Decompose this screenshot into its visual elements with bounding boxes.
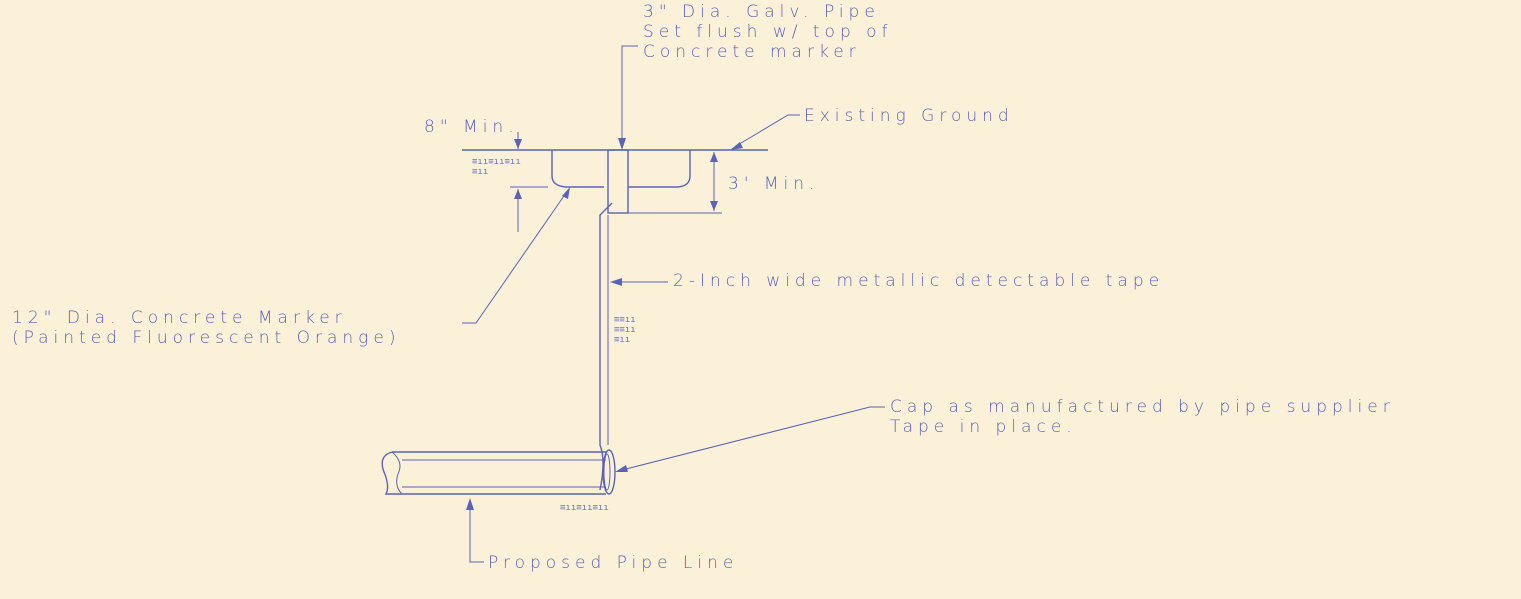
svg-text:≡ıı: ≡ıı: [614, 335, 630, 345]
min-8-label: 8" Min.: [424, 117, 519, 137]
concrete-marker-left: [551, 150, 604, 188]
svg-text:≡ıı≡ıı≡ıı: ≡ıı≡ıı≡ıı: [560, 503, 609, 513]
tape-label: 2-Inch wide metallic detectable tape: [673, 271, 1165, 291]
existing-ground-label: Existing Ground: [804, 106, 1014, 126]
pipe-line-leader: [469, 510, 484, 563]
detectable-tape: [599, 202, 613, 491]
cap-leader: [621, 406, 885, 471]
min-3-label: 3' Min.: [728, 174, 820, 194]
marker-leader: [462, 192, 567, 324]
pipe-callout-label: 3" Dia. Galv. Pipe Set flush w/ top of C…: [643, 2, 893, 62]
proposed-pipe: [381, 449, 616, 495]
ground-hatch-pipe: ≡ıı≡ıı≡ıı: [560, 503, 609, 513]
concrete-marker-right: [628, 150, 691, 188]
svg-text:≡ıı: ≡ıı: [472, 167, 488, 177]
ground-hatch-left: ≡ıı≡ıı≡ıı ≡ıı: [472, 157, 521, 177]
cap-label: Cap as manufactured by pipe supplier Tap…: [890, 397, 1395, 437]
pipe-leader: [621, 45, 638, 140]
marker-label: 12" Dia. Concrete Marker (Painted Fluore…: [12, 308, 401, 348]
ground-leader: [735, 114, 800, 147]
svg-text:≡ıı≡ıı≡ıı: ≡ıı≡ıı≡ıı: [472, 157, 521, 167]
svg-text:≡≡ıı: ≡≡ıı: [614, 315, 636, 325]
svg-text:≡≡ıı: ≡≡ıı: [614, 325, 636, 335]
ground-hatch-tape: ≡≡ıı ≡≡ıı ≡ıı: [614, 315, 636, 345]
pipe-line-label: Proposed Pipe Line: [488, 553, 739, 573]
